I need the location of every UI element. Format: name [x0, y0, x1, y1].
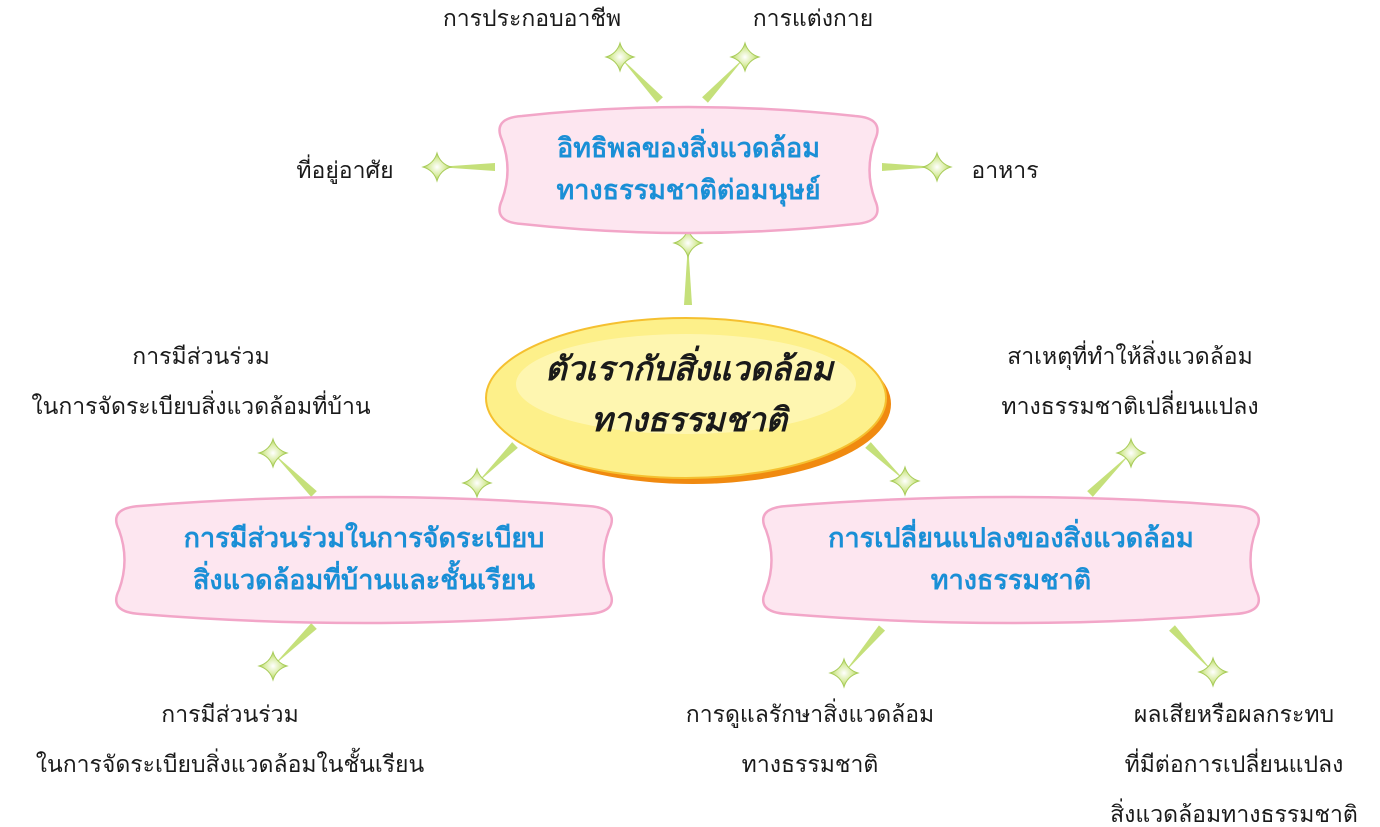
box-frame	[114, 495, 614, 625]
leaf-effects: ผลเสียหรือผลกระทบ ที่มีต่อการเปลี่ยนแปลง…	[1110, 702, 1358, 827]
connector-housing	[421, 151, 495, 183]
connector-line	[702, 57, 745, 103]
connector-line	[844, 625, 886, 673]
leaf-food: อาหาร	[971, 158, 1039, 184]
central-ellipse	[485, 317, 891, 484]
topic-line-2: ทางธรรมชาติต่อมนุษย์	[556, 175, 821, 206]
leaf-causes: สาเหตุที่ทำให้สิ่งแวดล้อม ทางธรรมชาติเปล…	[1001, 344, 1259, 420]
connector-center-top	[672, 227, 704, 305]
topic-line-1: การเปลี่ยนแปลงของสิ่งแวดล้อม	[828, 523, 1194, 555]
sparkle-icon	[604, 41, 636, 73]
connector-line	[684, 243, 692, 305]
connector-causes	[1087, 437, 1147, 497]
leaf-occupation: การประกอบอาชีพ	[442, 6, 622, 32]
box-frame	[498, 105, 879, 235]
sparkle-icon	[1115, 437, 1147, 469]
leaf-housing: ที่อยู่อาศัย	[296, 158, 394, 184]
connector-line	[1087, 453, 1131, 497]
topic-line-2: ทางธรรมชาติ	[930, 565, 1092, 596]
connector-class-participation	[257, 623, 317, 682]
connector-line	[1169, 625, 1213, 672]
connector-effects	[1169, 625, 1229, 688]
sparkle-icon	[828, 657, 860, 689]
sparkle-icon	[729, 41, 761, 73]
sparkle-icon	[461, 467, 493, 499]
topic-line-1: อิทธิพลของสิ่งแวดล้อม	[556, 133, 820, 165]
topic-line-2: สิ่งแวดล้อมที่บ้านและชั้นเรียน	[192, 565, 536, 596]
central-line-2: ทางธรรมชาติ	[590, 400, 788, 439]
leaf-home-participation: การมีส่วนร่วม ในการจัดระเบียบสิ่งแวดล้อม…	[31, 344, 371, 420]
sparkle-icon	[921, 151, 953, 183]
connector-center-left	[461, 442, 518, 499]
connector-occupation	[604, 41, 663, 103]
sparkle-icon	[672, 227, 704, 259]
sparkle-icon	[889, 465, 921, 497]
connector-care	[828, 625, 886, 689]
central-topic: ตัวเรากับสิ่งแวดล้อม ทางธรรมชาติ	[484, 314, 894, 486]
topic-box-influence: อิทธิพลของสิ่งแวดล้อม ทางธรรมชาติต่อมนุษ…	[492, 100, 885, 240]
connector-line	[620, 57, 663, 103]
connector-clothing	[702, 41, 761, 103]
sparkle-icon	[421, 151, 453, 183]
connector-home-participation	[257, 437, 317, 497]
sparkle-icon	[257, 650, 289, 682]
box-frame	[761, 495, 1261, 625]
connector-line	[477, 442, 518, 483]
connector-center-right	[865, 442, 921, 497]
leaf-clothing: การแต่งกาย	[752, 6, 874, 32]
leaf-care: การดูแลรักษาสิ่งแวดล้อม ทางธรรมชาติ	[685, 702, 935, 778]
sparkle-icon	[257, 437, 289, 469]
topic-box-participation: การมีส่วนร่วมในการจัดระเบียบ สิ่งแวดล้อม…	[108, 490, 620, 630]
connector-food	[882, 151, 953, 183]
topic-box-change: การเปลี่ยนแปลงของสิ่งแวดล้อม ทางธรรมชาติ	[755, 490, 1267, 630]
connector-line	[882, 163, 937, 171]
connector-line	[865, 442, 905, 481]
sparkle-icon	[1197, 656, 1229, 688]
connector-line	[437, 163, 495, 171]
connector-line	[273, 623, 317, 666]
leaf-class-participation: การมีส่วนร่วม ในการจัดระเบียบสิ่งแวดล้อม…	[35, 702, 425, 778]
connector-line	[273, 453, 317, 497]
central-line-1: ตัวเรากับสิ่งแวดล้อม	[545, 348, 833, 388]
topic-line-1: การมีส่วนร่วมในการจัดระเบียบ	[183, 523, 545, 555]
